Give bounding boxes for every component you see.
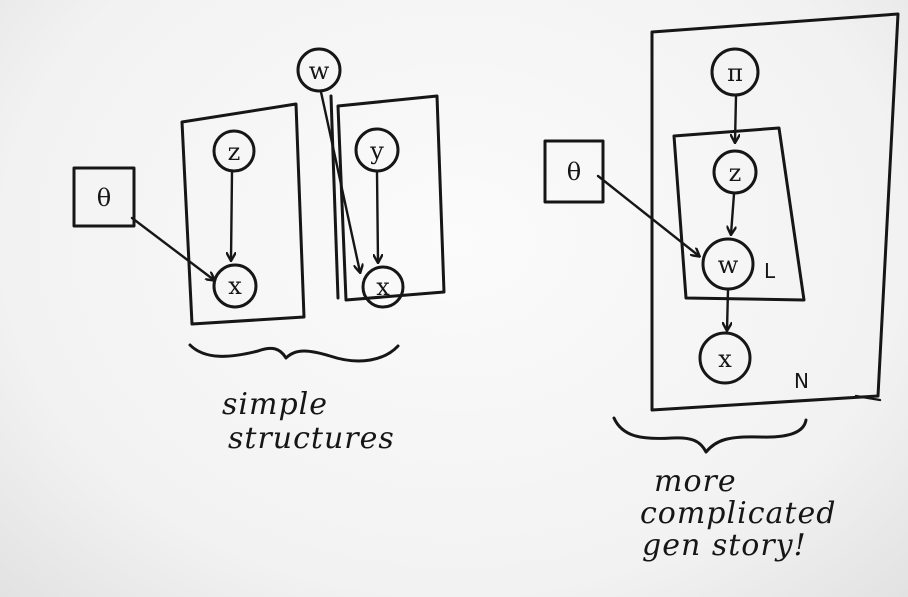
right-theta-to-w-edge [596,174,699,256]
left-brace [188,343,400,363]
right-plate-inner [672,126,806,302]
right-z-symbol: z [729,159,742,187]
right-caption-line2: complicated [640,496,837,531]
left-theta-to-x-edge [130,216,214,280]
left-x-symbol: x [228,272,242,300]
right-x-symbol: x [718,345,732,373]
left-x2-node: x [361,265,405,309]
right-pi-to-z-edge [735,94,736,142]
left-z-symbol: z [228,138,241,166]
right-w-symbol: w [718,251,739,279]
left-y-to-x-edge [377,170,378,262]
left-z-node: z [212,129,256,173]
right-w-to-x-edge [727,288,728,330]
right-w-node: w [701,237,755,291]
left-y-symbol: y [369,137,384,165]
right-theta-node: θ [543,139,605,204]
right-plate-outer [650,12,900,412]
left-theta-symbol: θ [97,184,111,212]
left-caption: simple structures [222,388,395,456]
left-caption-line2: structures [228,421,395,456]
right-caption-line3: gen story! [642,528,807,563]
right-plate-inner-label: L [764,259,776,283]
left-theta-node: θ [72,166,136,228]
right-z-to-w-edge [731,192,734,234]
left-plate-1 [180,102,306,326]
left-y-node: y [354,127,400,173]
right-caption-line1: more [654,464,737,499]
right-pi-node: π [710,47,760,97]
right-brace [612,416,808,454]
left-z-to-x-edge [231,170,232,260]
left-x2-symbol: x [376,273,390,301]
right-x-node: x [698,331,752,385]
right-pi-symbol: π [727,59,743,87]
right-caption: more complicated gen story! [640,466,836,562]
right-z-node: z [712,149,758,195]
left-w-symbol: w [309,57,330,85]
left-plate-2 [336,94,446,302]
left-x-node: x [212,263,258,309]
right-plate-outer-corner [854,394,882,402]
left-w-node: w [296,47,342,93]
left-w-to-x-edge [319,90,360,272]
right-plate-outer-label: N [794,369,809,393]
right-theta-symbol: θ [567,158,581,186]
left-plate-2-shadow-edge [329,94,340,300]
left-caption-line1: simple [222,387,328,422]
